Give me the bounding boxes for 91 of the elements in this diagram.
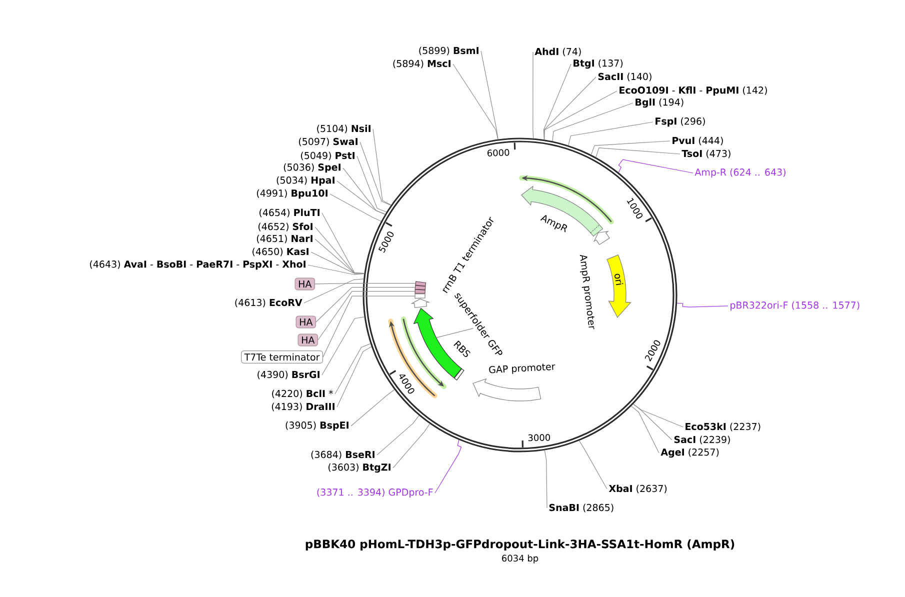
site-label: (4652) SfoI <box>258 222 312 232</box>
site-label: AgeI (2257) <box>660 448 719 458</box>
site-label: (5894) MscI <box>393 60 450 68</box>
leader-line <box>543 64 572 140</box>
site-label: (3603) BtgZI <box>328 463 390 473</box>
leader-line <box>322 296 416 358</box>
site-label: (4193) DraIII <box>272 402 334 412</box>
feature-label: AmpR promoter <box>580 254 594 330</box>
leader-line <box>376 415 420 456</box>
leader-line <box>350 389 395 426</box>
tag-box: HA <box>298 334 318 346</box>
leader-line <box>334 343 371 394</box>
site-label: PvuI (444) <box>672 136 723 146</box>
site-label: (5049) PstI <box>301 152 354 160</box>
leader-line <box>314 283 416 284</box>
site-label: SnaBI (2865) <box>549 504 614 512</box>
site-label: XbaI (2637) <box>608 484 667 494</box>
leader-line <box>544 450 548 508</box>
leader-line <box>372 128 392 206</box>
site-label: (5899) BsmI <box>419 46 478 56</box>
leader-line <box>552 102 634 142</box>
leader-line <box>452 64 498 140</box>
site-label: (4220) BclI* <box>272 390 334 398</box>
leader-line <box>436 328 474 338</box>
site-label: AhdI (74) <box>534 48 581 56</box>
feature-segment <box>410 298 430 308</box>
feature-band <box>454 368 464 380</box>
leader-line <box>322 316 365 376</box>
site-label: BtgI (137) <box>574 59 623 69</box>
site-label: SacII (140) <box>598 72 652 82</box>
tick-label: 5000 <box>378 232 394 253</box>
feature-segment: ori <box>606 254 632 318</box>
leader-line <box>596 148 680 158</box>
site-label: (4643) AvaI - BsoBI - PaeR7I - PspXI - XhoI <box>90 260 306 270</box>
primer-label: pBR322ori-F (1558 .. 1577) <box>730 301 860 311</box>
primer-label: Amp-R (624 .. 643) <box>694 168 786 178</box>
leader-line <box>631 406 660 454</box>
site-label: EcoO109I - KflI - PpuMI (142) <box>620 86 767 96</box>
site-label: (4651) NarI <box>256 234 312 244</box>
site-label: (4650) KasI <box>252 248 308 256</box>
leader-line <box>336 346 372 408</box>
leader-line <box>434 440 462 494</box>
map-title: pBBK40 pHomL-TDH3p-GFPdropout-Link-3HA-SSA1t-HomR (AmpR) <box>306 539 734 551</box>
leader-line <box>308 264 365 275</box>
orf-indicator <box>388 318 438 398</box>
leader-line <box>330 194 382 222</box>
site-label: (4390) BsrGI <box>258 370 320 380</box>
feature-band <box>414 285 426 290</box>
leader-line <box>532 52 534 139</box>
leader-line <box>322 212 365 274</box>
feature-band <box>414 294 426 299</box>
site-label: BglI (194) <box>636 98 684 108</box>
leader-line <box>356 156 387 212</box>
site-label: Eco53kI (2237) <box>686 422 760 432</box>
feature-label: GAP promoter <box>489 364 556 374</box>
site-label: (4654) PluTI <box>260 208 320 218</box>
tag-box: HA <box>294 278 315 290</box>
site-label: (5034) HpaI <box>276 176 334 186</box>
site-label: FspI (296) <box>656 117 705 127</box>
length-label: 6034 bp <box>502 554 538 564</box>
tick-label: 3000 <box>528 434 550 442</box>
site-label: (3684) BseRI <box>311 450 374 460</box>
leader-line <box>480 50 498 140</box>
leader-line <box>342 168 386 215</box>
leader-line <box>392 424 430 468</box>
feature-band <box>414 289 426 294</box>
leader-line <box>360 142 392 206</box>
leader-line <box>618 159 694 174</box>
leader-line <box>316 287 416 322</box>
site-label: TsoI (473) <box>682 150 730 158</box>
primer-label: (3371 .. 3394) GPDpro-F <box>317 488 433 498</box>
leader-line <box>633 404 672 440</box>
site-label: (4613) EcoRV <box>235 298 302 308</box>
tag-box: HA <box>296 316 316 328</box>
site-label: (5097) SwaI <box>298 138 358 146</box>
leader-line <box>590 140 670 156</box>
site-label: SacI (2239) <box>674 436 730 444</box>
tag-box: T7Te terminator <box>241 350 323 364</box>
leader-line <box>676 302 728 308</box>
leader-line <box>633 404 684 428</box>
site-label: (3905) BspEI <box>286 421 348 431</box>
site-label: (4991) Bpu10I <box>256 189 328 199</box>
leader-line <box>318 291 416 340</box>
leader-line <box>568 122 654 146</box>
leader-line <box>578 440 608 490</box>
feature-band <box>415 281 426 286</box>
site-label: (5104) NsiI <box>317 124 370 134</box>
leader-line <box>544 90 618 140</box>
leader-line <box>304 278 364 304</box>
tick-label: 6000 <box>488 149 510 156</box>
site-label: (5036) SpeI <box>284 163 340 173</box>
